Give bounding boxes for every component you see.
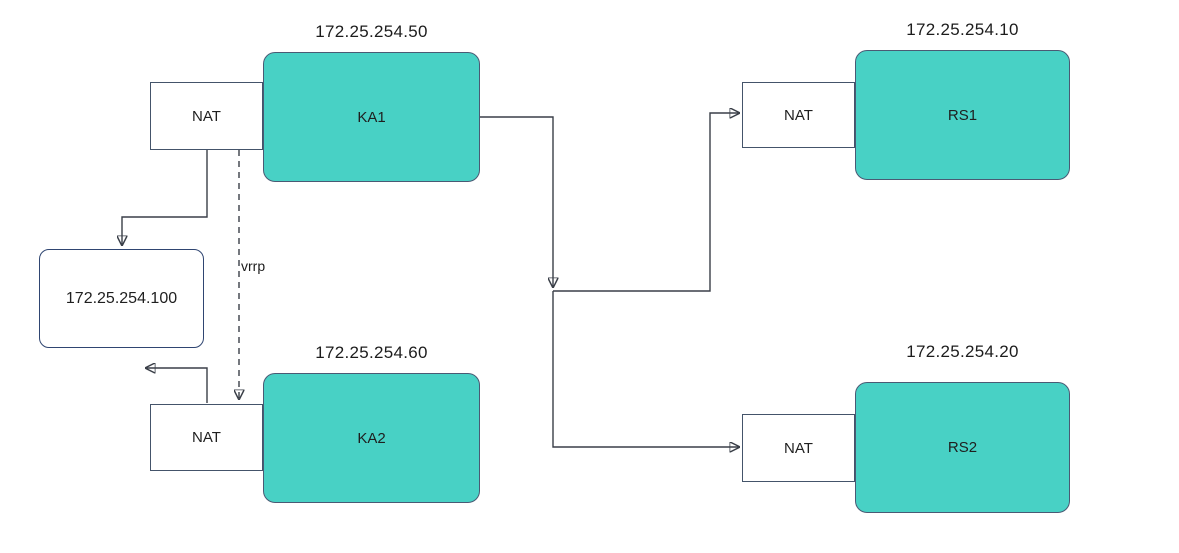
ip-label-rs2: 172.25.254.20 (906, 342, 1019, 361)
ip-label-rs1: 172.25.254.10 (906, 20, 1019, 39)
ip-label-ka1: 172.25.254.50 (315, 22, 428, 41)
node-rs2: RS2 (855, 382, 1070, 513)
vrrp-edge-label: vrrp (241, 258, 266, 274)
node-rs1: RS1 (855, 50, 1070, 180)
node-ka1-label: KA1 (357, 108, 386, 126)
nat-box-rs1: NAT (742, 82, 855, 148)
nat-box-ka1-label: NAT (192, 107, 221, 125)
nat-box-ka2-label: NAT (192, 429, 221, 446)
node-rs2-label: RS2 (947, 439, 978, 456)
nat-box-rs2: NAT (742, 414, 855, 482)
edge-junction-to-nat-rs1 (553, 113, 739, 292)
ip-label-ka2: 172.25.254.60 (315, 343, 428, 362)
edge-nat-ka2-to-vip (146, 368, 208, 403)
nat-box-ka1: NAT (150, 82, 263, 150)
node-ka2: KA2 (263, 373, 480, 503)
nat-box-rs1-label: NAT (784, 106, 813, 124)
node-ka1: KA1 (263, 52, 480, 182)
nat-box-rs2-label: NAT (784, 439, 813, 457)
node-ka2-label: KA2 (357, 429, 386, 447)
edge-ka1-to-junction (480, 116, 553, 287)
edge-junction-to-nat-rs2 (552, 291, 739, 447)
edge-nat-ka1-to-vip (122, 150, 208, 245)
node-rs1-label: RS1 (947, 106, 978, 124)
vip-box-label: 172.25.254.100 (65, 289, 178, 307)
vip-box: 172.25.254.100 (39, 249, 204, 348)
nat-box-ka2: NAT (150, 404, 263, 471)
